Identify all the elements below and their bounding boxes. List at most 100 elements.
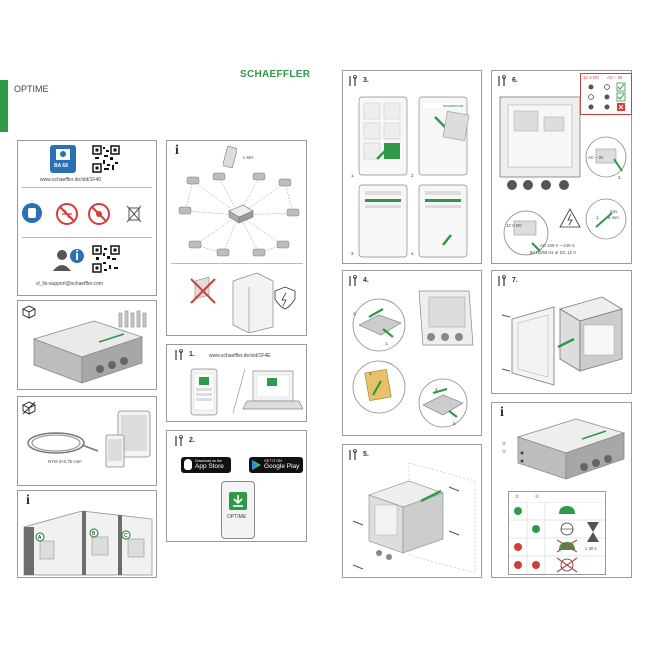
min-value: 5 mm [608,215,619,220]
sub-step-2: 2. [411,173,415,178]
download-icon [233,495,243,507]
gateway-device-icon [223,145,237,169]
brand-logo: SCHAEFFLER [240,69,311,80]
ba-manual-icon [50,145,76,173]
info-icon: i [26,493,30,508]
wear-protection-icon [22,203,42,223]
product-title: OPTIME [14,84,49,94]
wiring-table: 12 V DC AC – IN [580,73,632,115]
parts-icon [22,305,36,319]
panel-step-2: 2. Download on the App Store GET IT ON G… [166,430,307,542]
label-12v-dc-inset: 12 V DC [506,223,523,228]
panel-led-status: i ② ① ② ① ≥ 30 s [491,402,632,578]
panel-step-7: 7. [491,270,632,394]
panel-step-3: 3. SCHAEFFLER 1. 2. 3. 4. [342,70,482,264]
enclosure-box-illustration [32,310,147,384]
panel-step-1: 1. www.schaeffler.de/std/1F4E [166,344,307,422]
building-rooms-illustration: A B C [23,510,153,576]
table-header-12v: 12 V DC [583,75,600,80]
svg-text:C: C [124,533,128,539]
closed-enclosure-illustration [516,418,626,480]
sub-step-2: 2. [618,175,622,180]
panel-cable-device: NYM 2×0,75 mm² [17,396,157,486]
google-play-badge[interactable]: GET IT ON Google Play [249,457,303,473]
qr-code-2 [92,245,120,273]
panel-step-4: 4. 1. 2. 3. 4. 5. [342,270,482,436]
sub-step-3: 3. [369,371,373,376]
step-url: www.schaeffler.de/std/1F4E [209,353,271,359]
col-header-2: ② [515,494,519,499]
url-text: www.schaeffler.de/std/1F40 [40,177,102,183]
panel-package-contents [17,300,157,390]
weee-bin-icon [126,205,142,223]
no-touch-icon [56,203,78,225]
tablet-phone-illustration [105,410,151,468]
divider [22,187,152,188]
divider [171,263,303,264]
qr-code-1 [92,145,120,173]
voltage-line-1: AC 100 V ~ 240 V, [540,243,576,248]
min-label: min. [610,209,619,214]
sub-step-3: 3. [351,251,355,256]
info-icon: i [500,405,504,420]
step-number: 5. [363,451,369,458]
sub-step-1: 1. [596,215,600,220]
info-icon: i [175,143,179,158]
sub-step-4: 4. [435,387,439,392]
sensor-mesh-illustration [178,172,300,257]
panel-step-6: 6. 12 V DC AC – IN 12 V DC AC – IN 12 V … [491,70,632,264]
google-play-big-text: Google Play [264,463,300,470]
app-store-big-text: App Store [195,463,224,470]
no-ignition-icon [88,203,110,225]
google-play-small-text: GET IT ON [264,459,282,463]
cable-coil-illustration [27,432,99,454]
svg-text:A: A [38,535,42,541]
not-included-icon [22,401,36,415]
tools-icon [498,75,506,86]
step-number: 2. [189,437,195,444]
support-email: vl_fis-support@schaeffler.com [36,281,103,287]
tools-icon [349,275,357,286]
apple-icon [184,459,192,470]
led-status-rows [509,502,605,574]
sub-step-5: 5. [453,421,457,426]
label-ac-in: AC – IN [588,155,604,160]
led-label-1: ① [502,449,506,454]
step-number: 7. [512,277,518,284]
panel-mesh-network: i ≥ 50× [166,140,307,336]
sub-step-1: 1. [351,173,355,178]
step-number: 6. [512,77,518,84]
app-icon [229,492,247,510]
app-screens-illustration: SCHAEFFLER [358,96,470,258]
step-number: 3. [363,77,369,84]
step-number: 4. [363,277,369,284]
svg-text:SCHAEFFLER: SCHAEFFLER [443,104,464,108]
hourglass-label: ≥ 30 s [585,546,597,551]
wiring-table-grid [588,82,626,111]
quantity-badge: ≥ 50× [243,155,254,160]
svg-text:B: B [92,531,96,537]
ba-label: BA 68 [54,163,68,169]
led-status-table: ② ① ≥ 30 s [508,491,606,575]
app-name: OPTIME [227,514,247,520]
table-header-acin: AC – IN [607,75,623,80]
app-store-badge[interactable]: Download on the App Store [181,457,231,473]
tools-icon [175,349,183,360]
play-icon [252,460,261,470]
panel-step-5: 5. [342,444,482,578]
open-enclosure-wiring-illustration [499,96,627,256]
led-label-2: ② [502,441,506,446]
step-number: 1. [189,351,195,358]
sub-step-2: 2. [353,311,357,316]
panel-building-zones: i A B C [17,490,157,578]
close-lid-illustration [501,296,623,386]
divider [22,237,152,238]
phone-laptop-illustration [190,368,303,416]
sub-step-4: 4. [411,251,415,256]
app-store-small-text: Download on the [195,459,222,463]
tools-icon [349,75,357,86]
battery-insert-illustration [352,290,474,428]
tools-icon [349,449,357,460]
app-phone: OPTIME [221,481,255,539]
wall-mount-illustration [352,462,476,574]
